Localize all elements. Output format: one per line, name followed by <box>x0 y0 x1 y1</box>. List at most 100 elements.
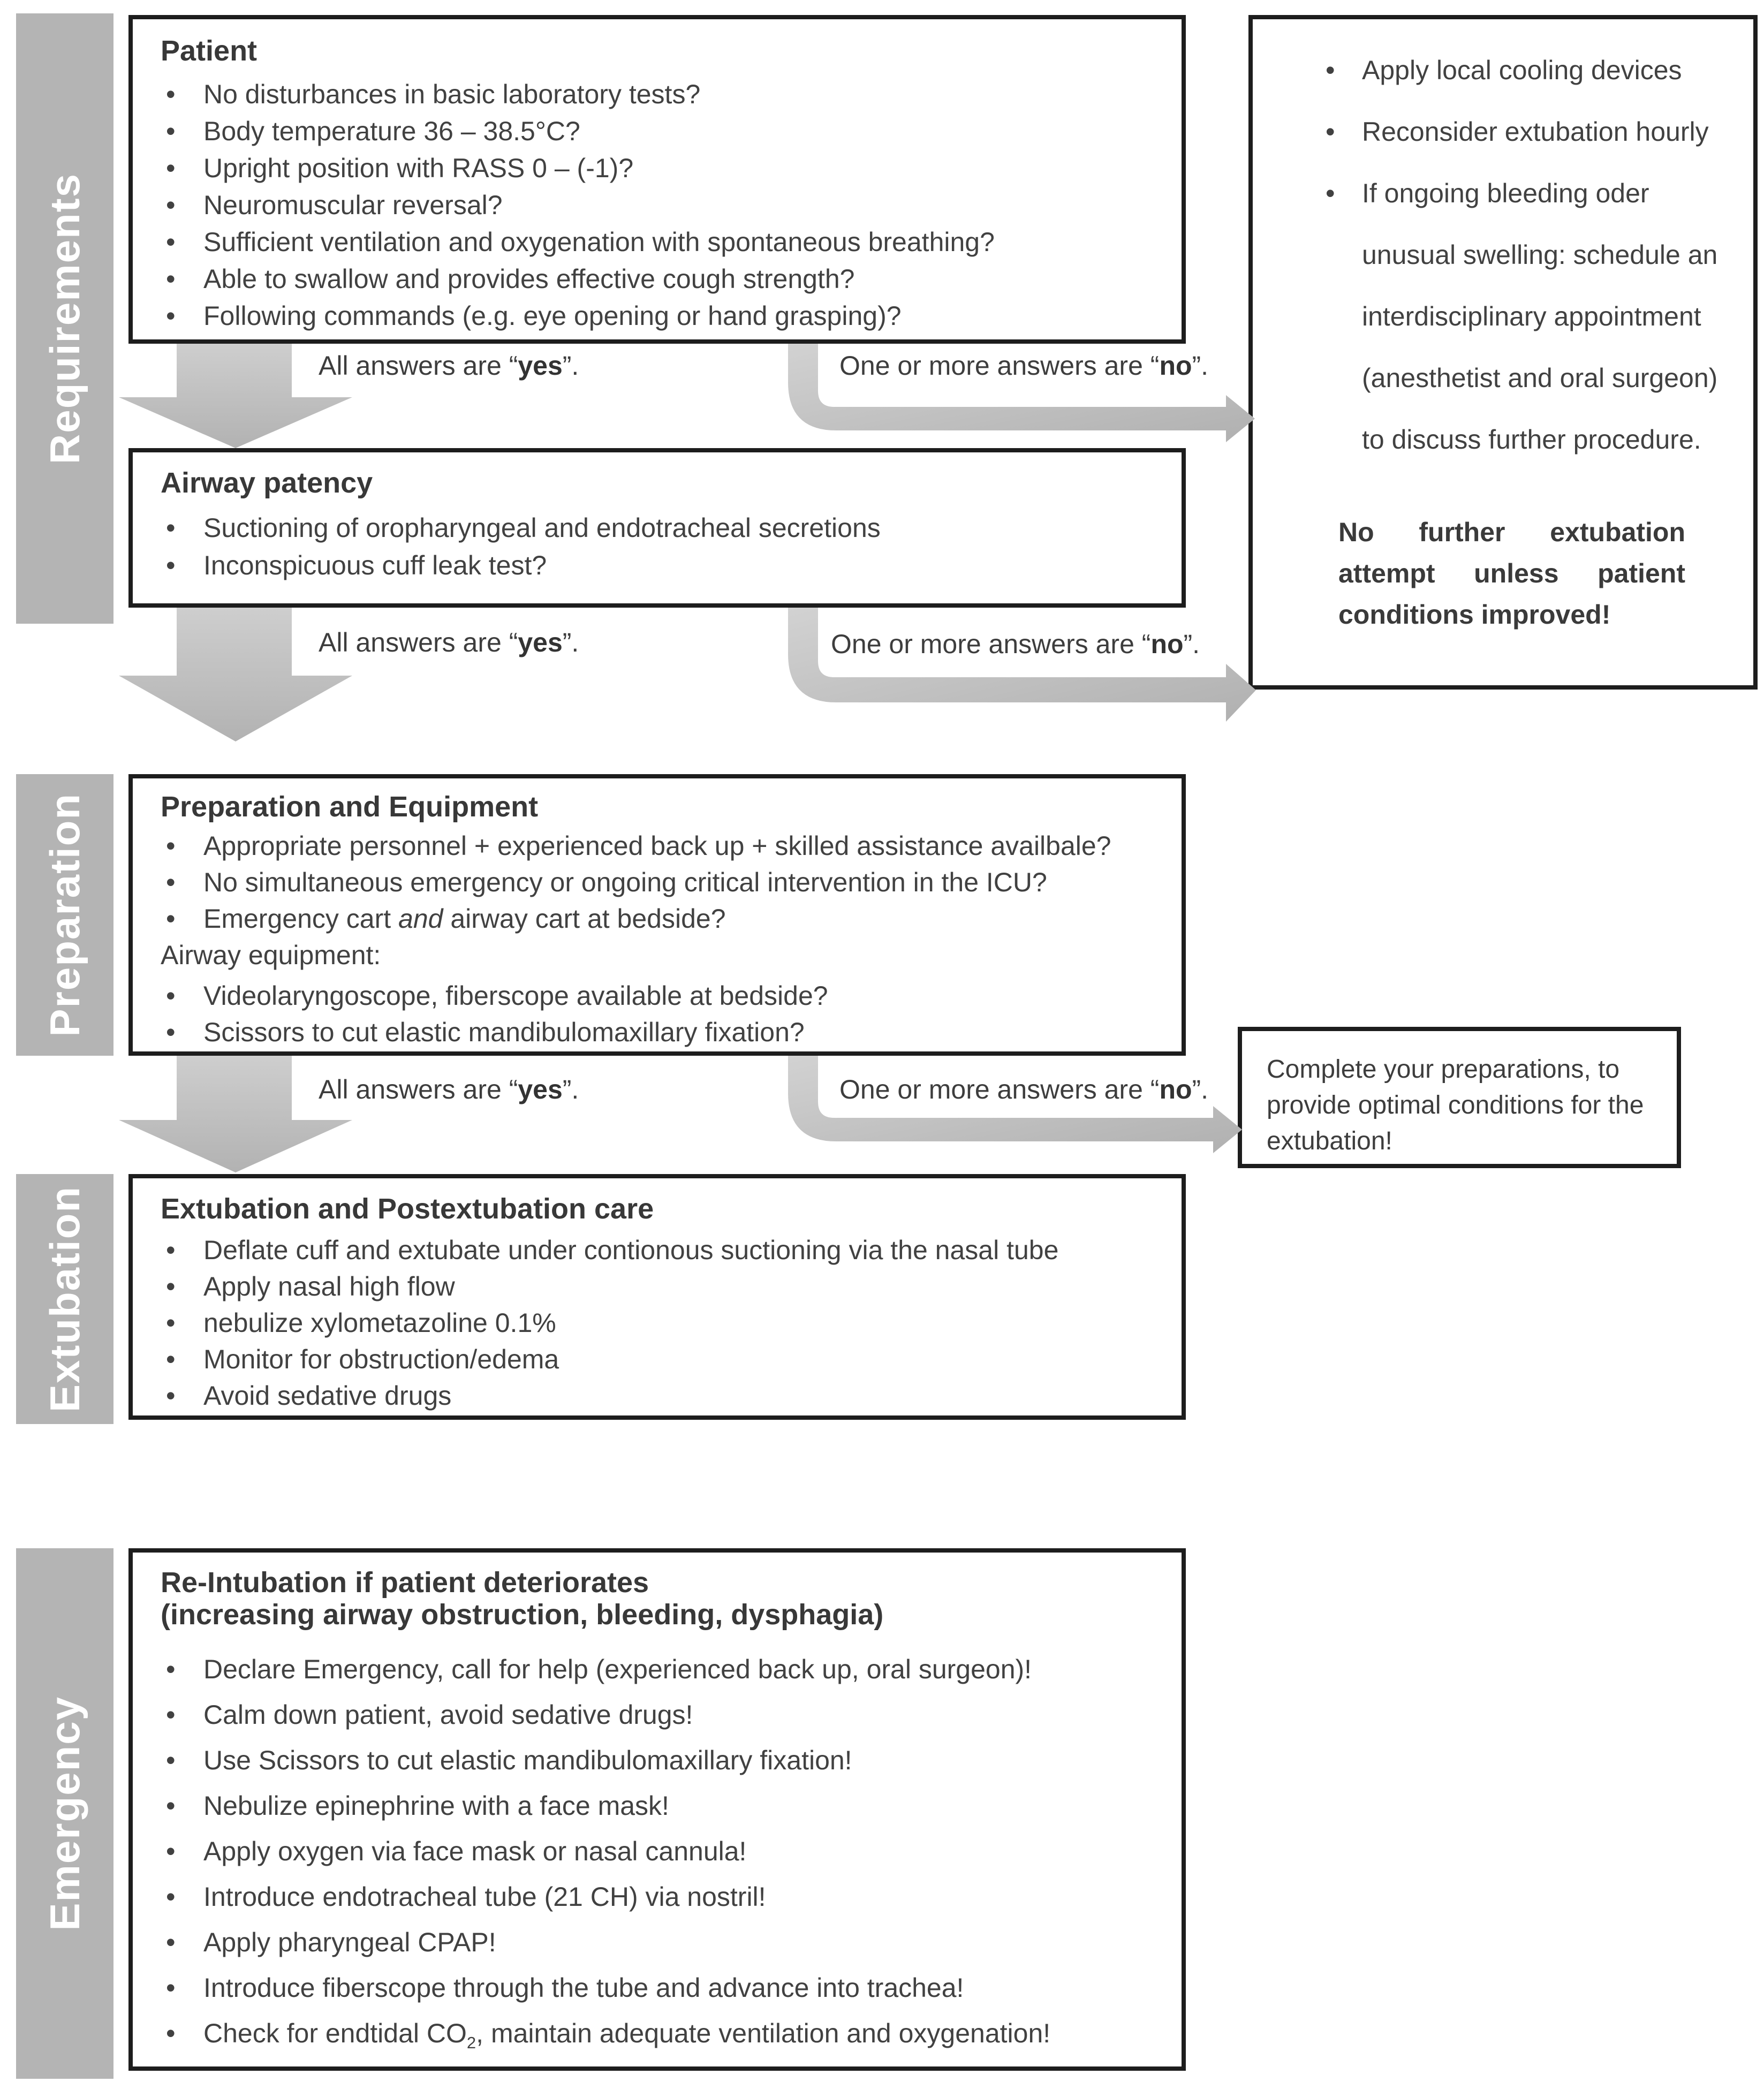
list-item-text: Body temperature 36 – 38.5°C? <box>203 116 580 146</box>
list-item: • Declare Emergency, call for help (exper… <box>161 1647 1160 1692</box>
elbow-right-arrow-icon <box>788 1056 1242 1153</box>
stage-label-emergency: Emergency <box>41 1696 88 1931</box>
list-item: •Use Scissors to cut elastic mandibuloma… <box>161 1738 1160 1783</box>
no-path-advice-box: • Apply local cooling devices • Reconsider … <box>1248 15 1758 690</box>
bullet-dot-icon: • <box>166 2018 176 2048</box>
bullet-dot-icon: • <box>166 513 176 543</box>
list-item-text: Use Scissors to cut elastic mandibulomax… <box>203 1745 852 1775</box>
airway-box-title: Airway patency <box>161 467 373 499</box>
airway-equipment-subheading: Airway equipment: <box>161 940 381 970</box>
bullet-dot-icon: • <box>166 1308 176 1338</box>
list-item-text: Check for endtidal CO2, maintain adequat… <box>203 2018 1051 2052</box>
stage-bar-requirements: Requirements <box>16 13 113 624</box>
emergency-reintubation-box: Re-Intubation if patient deteriorates (i… <box>128 1548 1186 2071</box>
elbow-right-arrow-icon <box>788 344 1255 442</box>
bullet-dot-icon: • <box>166 1973 176 2003</box>
preparation-box-title: Preparation and Equipment <box>161 791 539 823</box>
list-item-text: Declare Emergency, call for help (experi… <box>203 1654 1032 1684</box>
extubation-box-title: Extubation and Postextubation care <box>161 1193 654 1225</box>
list-item-text: Nebulize epinephrine with a face mask! <box>203 1791 669 1821</box>
list-item-text: If ongoing bleeding oder unusual swellin… <box>1362 178 1718 455</box>
list-item-text: Apply local cooling devices <box>1362 55 1682 85</box>
bullet-dot-icon: • <box>166 79 176 109</box>
bullet-dot-icon: • <box>1326 117 1335 147</box>
list-item: • Introduce fiberscope through the tube a… <box>161 1965 1160 2011</box>
list-item-text: Calm down patient, avoid sedative drugs! <box>203 1700 693 1730</box>
list-item: • No simultaneous emergency or ongoing cr… <box>161 864 1160 900</box>
list-item: • Inconspicuous cuff leak test? <box>161 547 1160 584</box>
bullet-dot-icon: • <box>166 1927 176 1957</box>
bullet-dot-icon: • <box>166 1271 176 1301</box>
bullet-dot-icon: • <box>166 1654 176 1684</box>
list-item-text: Scissors to cut elastic mandibulomaxilla… <box>203 1017 805 1047</box>
list-item-text: Introduce endotracheal tube (21 CH) via … <box>203 1882 766 1912</box>
list-item-text: Introduce fiberscope through the tube an… <box>203 1973 964 2003</box>
patient-box-title: Patient <box>161 35 258 67</box>
list-item-text: No simultaneous emergency or ongoing cri… <box>203 867 1047 897</box>
list-item-text: Upright position with RASS 0 – (-1)? <box>203 153 634 183</box>
list-item: • Apply local cooling devices <box>1326 40 1730 101</box>
list-item-text: Suctioning of oropharyngeal and endotrac… <box>203 513 881 543</box>
list-item: •Apply pharyngeal CPAP! <box>161 1920 1160 1965</box>
list-item: • Introduce endotracheal tube (21 CH) via… <box>161 1874 1160 1920</box>
bullet-dot-icon: • <box>166 1700 176 1730</box>
list-item: •Monitor for obstruction/edema <box>161 1341 1160 1377</box>
stage-bar-extubation: Extubation <box>16 1174 113 1424</box>
list-item: • No disturbances in basic laboratory tes… <box>161 76 1160 113</box>
bullet-dot-icon: • <box>166 227 176 257</box>
all-answers-yes-label: All answers are “yes”. <box>319 627 579 657</box>
emergency-bullet-list: • Declare Emergency, call for help (exper… <box>161 1647 1160 2065</box>
bullet-dot-icon: • <box>166 1791 176 1821</box>
down-arrow-icon <box>119 344 352 448</box>
emergency-box-title-line1: Re-Intubation if patient deteriorates <box>161 1566 649 1599</box>
one-or-more-no-label: One or more answers are “no”. <box>839 351 1209 381</box>
list-item-text: Videolaryngoscope, fiberscope available … <box>203 981 828 1011</box>
bullet-dot-icon: • <box>166 1882 176 1912</box>
bullet-dot-icon: • <box>1326 55 1335 85</box>
bullet-dot-icon: • <box>166 904 176 934</box>
bullet-dot-icon: • <box>166 1235 176 1265</box>
bullet-dot-icon: • <box>166 550 176 580</box>
one-or-more-no-label: One or more answers are “no”. <box>831 629 1200 659</box>
down-arrow-icon <box>119 1056 352 1172</box>
list-item: • Able to swallow and provides effective … <box>161 261 1160 298</box>
complete-preparations-text: Complete your preparations, to provide o… <box>1267 1055 1644 1155</box>
list-item: • Reconsider extubation hourly <box>1326 101 1730 163</box>
stage-label-extubation: Extubation <box>41 1186 88 1412</box>
one-or-more-no-label: One or more answers are “no”. <box>839 1074 1209 1104</box>
advice-bullet-list: • Apply local cooling devices • Reconsider … <box>1326 40 1730 471</box>
bullet-dot-icon: • <box>166 264 176 294</box>
list-item: •Upright position with RASS 0 – (-1)? <box>161 150 1160 187</box>
list-item: • Nebulize epinephrine with a face mask! <box>161 1783 1160 1829</box>
extubation-care-box: Extubation and Postextubation care • Defl… <box>128 1174 1186 1420</box>
list-item-text: Inconspicuous cuff leak test? <box>203 550 547 580</box>
down-arrow-icon <box>119 608 352 741</box>
patient-checklist-box: Patient • No disturbances in basic labora… <box>128 15 1186 344</box>
bullet-dot-icon: • <box>166 1836 176 1866</box>
bullet-dot-icon: • <box>166 981 176 1011</box>
list-item: •Apply oxygen via face mask or nasal can… <box>161 1829 1160 1874</box>
list-item-text: Able to swallow and provides effective c… <box>203 264 855 294</box>
list-item-text: Apply nasal high flow <box>203 1271 455 1301</box>
list-item: •Emergency cart and airway cart at bedsi… <box>161 900 1160 937</box>
preparation-equipment-box: Preparation and Equipment • Appropriate p… <box>128 774 1186 1056</box>
list-item: • Suctioning of oropharyngeal and endotra… <box>161 509 1160 547</box>
complete-preparations-box: Complete your preparations, to provide o… <box>1238 1027 1681 1168</box>
stage-label-requirements: Requirements <box>41 172 88 465</box>
no-further-extubation-warning: No further extubation attempt unless pat… <box>1338 517 1685 630</box>
list-item-text: Reconsider extubation hourly <box>1362 117 1709 147</box>
airway-patency-box: Airway patency • Suctioning of oropharyng… <box>128 448 1186 608</box>
list-item-text: Appropriate personnel + experienced back… <box>203 831 1111 861</box>
extubation-bullet-list: • Deflate cuff and extubate under contion… <box>161 1232 1160 1414</box>
stage-bar-preparation: Preparation <box>16 774 113 1056</box>
list-item-text: Deflate cuff and extubate under contiono… <box>203 1235 1059 1265</box>
list-item: • Deflate cuff and extubate under contion… <box>161 1232 1160 1268</box>
list-item-text: Following commands (e.g. eye opening or … <box>203 301 902 331</box>
list-item: • Calm down patient, avoid sedative drugs… <box>161 1692 1160 1738</box>
list-item-text: Neuromuscular reversal? <box>203 190 503 220</box>
list-item-text: No disturbances in basic laboratory test… <box>203 79 701 109</box>
bullet-dot-icon: • <box>166 190 176 220</box>
patient-bullet-list: • No disturbances in basic laboratory tes… <box>161 76 1160 335</box>
bullet-dot-icon: • <box>166 867 176 897</box>
